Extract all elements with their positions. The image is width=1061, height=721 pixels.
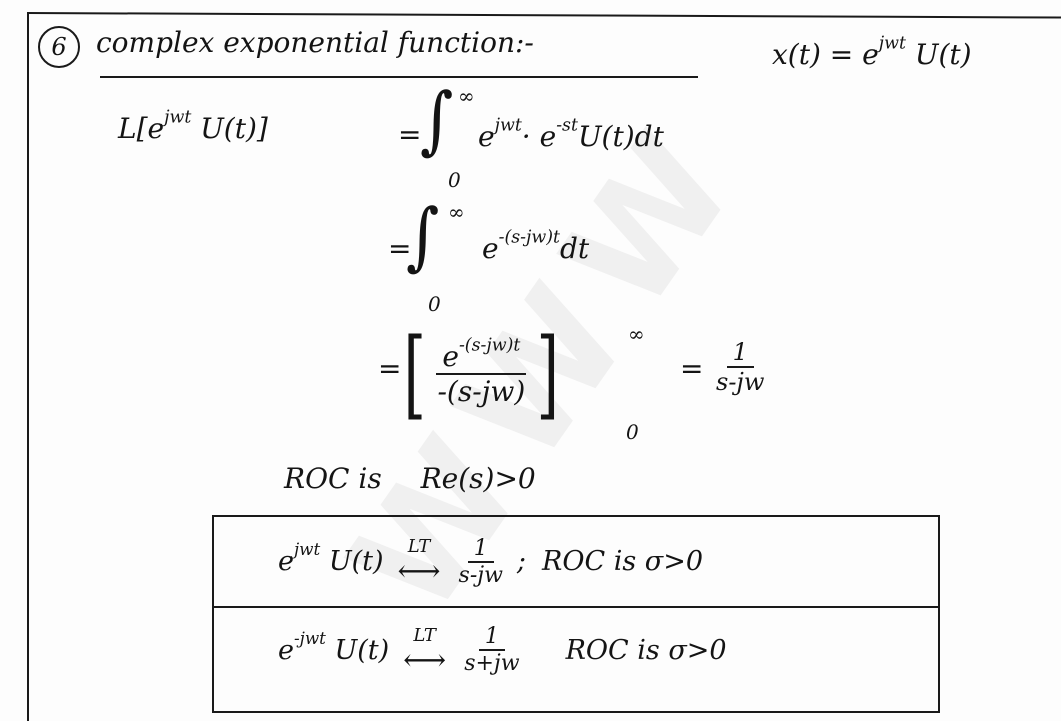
transform-numerator: 1 bbox=[478, 624, 505, 651]
page-border-top bbox=[26, 12, 1061, 19]
result-numerator: 1 bbox=[726, 338, 754, 368]
arrow-label: LT bbox=[407, 536, 431, 557]
roc-statement: ROC is Re(s)>0 bbox=[284, 462, 536, 495]
signal-base: e bbox=[278, 634, 294, 666]
transform-denominator: s-jw bbox=[458, 562, 503, 588]
upper-limit: ∞ bbox=[458, 84, 475, 108]
arrow-label: LT bbox=[413, 624, 436, 646]
double-arrow-icon: ⟷ bbox=[397, 554, 441, 589]
integrand-exp2: -st bbox=[556, 115, 578, 136]
result-equals: = bbox=[680, 352, 704, 385]
lhs-exponent: jwt bbox=[164, 107, 192, 128]
section-title: complex exponential function:- bbox=[96, 26, 534, 59]
integrand-dot: · bbox=[521, 120, 531, 153]
signal: ejwt U(t) bbox=[278, 541, 384, 577]
integral-sign: ∫ bbox=[406, 194, 440, 280]
separator: ; bbox=[516, 546, 527, 577]
section-number: 6 bbox=[51, 33, 67, 61]
right-bracket: ] bbox=[536, 318, 560, 430]
integrand-e2: e bbox=[539, 120, 557, 153]
signal: e-jwt U(t) bbox=[278, 629, 390, 666]
laplace-pair-arrow: LT ⟷ bbox=[403, 625, 446, 676]
integrand-exp1: jwt bbox=[494, 115, 522, 136]
signal-tail: U(t) bbox=[328, 546, 384, 577]
transform-denominator: s+jw bbox=[464, 651, 520, 676]
integrand-tail: U(t)dt bbox=[577, 120, 664, 153]
step1-integrand: ejwt· e-stU(t)dt bbox=[478, 117, 664, 153]
table-divider bbox=[214, 606, 938, 608]
integrand-tail: dt bbox=[559, 232, 590, 265]
bracket-fraction: e-(s-jw)t -(s-jw) bbox=[433, 337, 529, 408]
integral-sign: ∫ bbox=[420, 78, 454, 164]
signal-exponent: jwt bbox=[293, 538, 321, 559]
transform-numerator: 1 bbox=[467, 536, 494, 563]
lower-limit: 0 bbox=[448, 168, 461, 192]
lhs-part-b: U(t)] bbox=[191, 112, 268, 145]
page-border-left bbox=[27, 12, 29, 721]
laplace-pair-arrow: LT ⟷ bbox=[398, 536, 441, 587]
transform-fraction: 1 s+jw bbox=[460, 624, 523, 676]
left-bracket: [ bbox=[403, 318, 426, 430]
step2-equals: = bbox=[388, 232, 412, 265]
step2-integrand: e-(s-jw)tdt bbox=[482, 229, 590, 265]
definition-exponent: jwt bbox=[878, 33, 906, 54]
signal-definition: x(t) = ejwt U(t) bbox=[772, 35, 972, 71]
table-row: ejwt U(t) LT ⟷ 1 s-jw ; ROC is σ>0 bbox=[214, 517, 938, 606]
roc-label: ROC is bbox=[284, 462, 382, 495]
upper-limit: ∞ bbox=[448, 200, 465, 224]
definition-lhs: x(t) = e bbox=[772, 38, 879, 71]
integrand-e1: e bbox=[478, 120, 495, 153]
lower-limit: 0 bbox=[428, 292, 441, 316]
laplace-lhs: L[ejwt U(t)] bbox=[118, 109, 268, 145]
evaluated-bracket-expression: [ e-(s-jw)t -(s-jw) ] bbox=[396, 318, 567, 430]
numerator-exp: -(s-jw)t bbox=[458, 335, 521, 356]
result-denominator: s-jw bbox=[716, 368, 765, 396]
bracket-lower-limit: 0 bbox=[626, 420, 639, 444]
transform-fraction: 1 s-jw bbox=[455, 536, 507, 588]
numerator-e: e bbox=[442, 340, 459, 373]
bracket-upper-limit: ∞ bbox=[628, 322, 645, 346]
step1-equals: = bbox=[398, 118, 422, 151]
signal-exponent: -jwt bbox=[293, 627, 326, 648]
section-number-badge: 6 bbox=[38, 26, 80, 68]
signal-tail: U(t) bbox=[334, 634, 390, 666]
lhs-part-a: L[e bbox=[118, 112, 165, 145]
double-arrow-icon: ⟷ bbox=[403, 642, 447, 678]
title-underline bbox=[100, 76, 698, 78]
roc-condition: Re(s)>0 bbox=[420, 462, 536, 495]
result-fraction: 1 s-jw bbox=[712, 338, 768, 396]
roc-condition: ROC is σ>0 bbox=[565, 634, 727, 666]
integrand-e: e bbox=[482, 232, 499, 265]
definition-rhs: U(t) bbox=[914, 38, 972, 71]
integrand-exp: -(s-jw)t bbox=[498, 227, 560, 248]
summary-table: ejwt U(t) LT ⟷ 1 s-jw ; ROC is σ>0 e-jwt… bbox=[212, 515, 940, 713]
signal-base: e bbox=[278, 546, 294, 577]
fraction-denominator: -(s-jw) bbox=[437, 375, 526, 408]
fraction-numerator: e-(s-jw)t bbox=[436, 337, 527, 375]
roc-condition: ROC is σ>0 bbox=[542, 546, 704, 577]
table-row: e-jwt U(t) LT ⟷ 1 s+jw ROC is σ>0 bbox=[214, 608, 938, 692]
step3-equals: = bbox=[378, 352, 402, 385]
